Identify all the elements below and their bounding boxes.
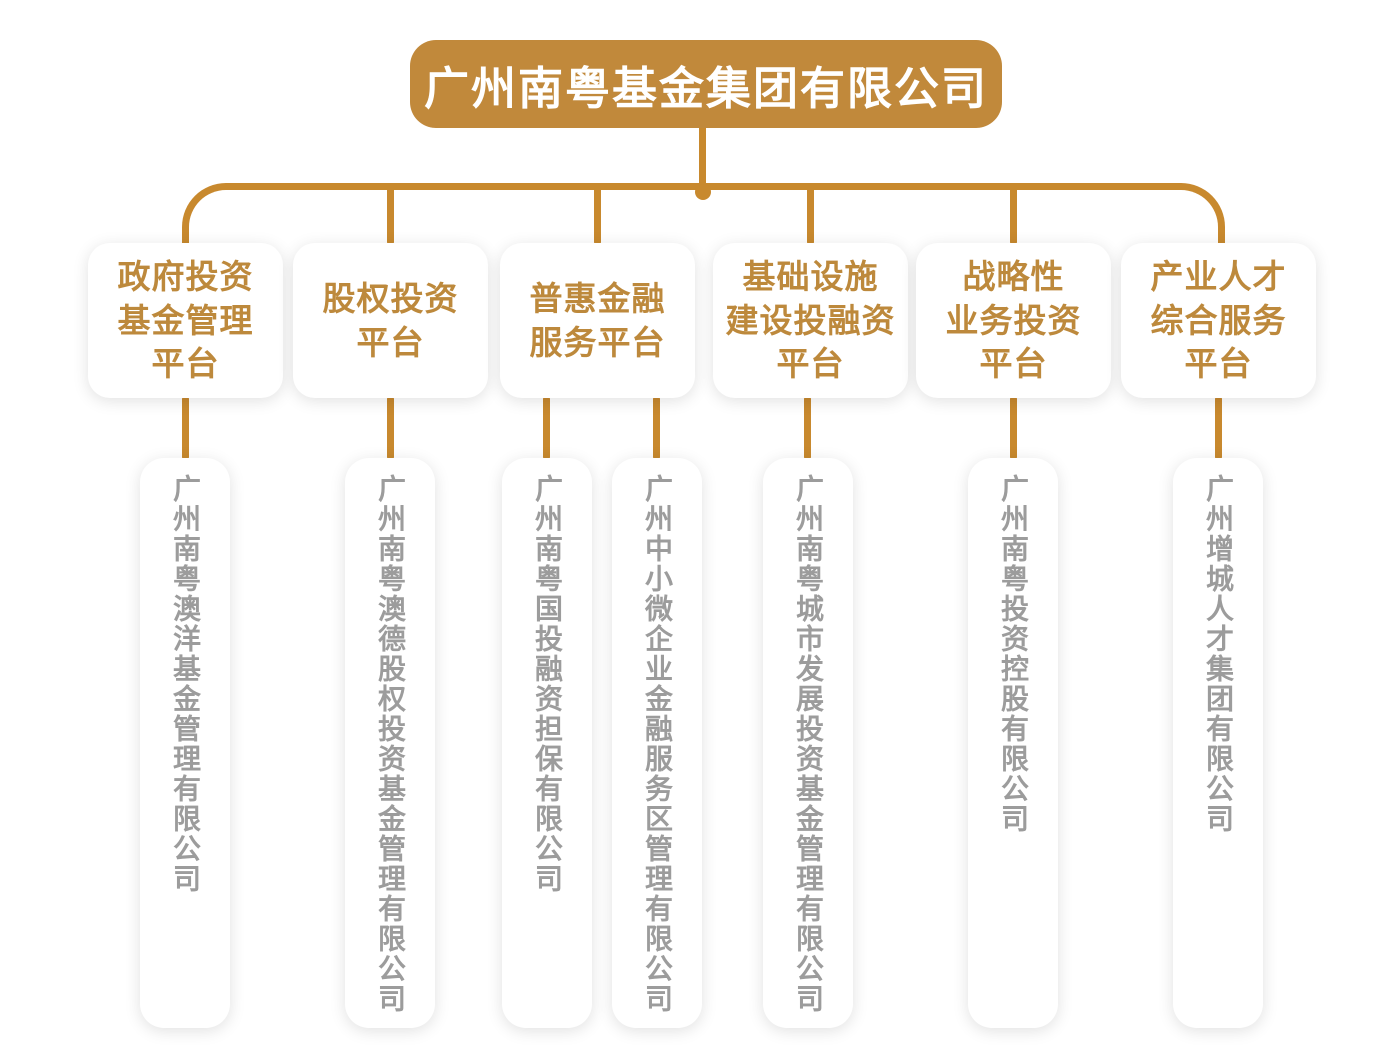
connector-stub-company-1 [182, 396, 189, 460]
company-node-6: 广州南粤投资控股有限公司 [968, 458, 1058, 1028]
connector-junction-dot [695, 184, 711, 200]
root-node-label: 广州南粤基金集团有限公司 [423, 61, 988, 115]
platform-node-infrastructure-financing: 基础设施 建设投融资 平台 [713, 243, 908, 398]
connector-drop-platform-2 [387, 183, 394, 245]
platform-node-inclusive-finance: 普惠金融 服务平台 [500, 243, 695, 398]
root-node-group-title: 广州南粤基金集团有限公司 [410, 40, 1002, 128]
connector-stub-company-2 [387, 396, 394, 460]
connector-stub-company-3 [543, 396, 550, 460]
platform-label: 政府投资 基金管理 平台 [117, 257, 254, 384]
company-name: 广州中小微企业金融服务区管理有限公司 [641, 474, 674, 1014]
company-name: 广州增城人才集团有限公司 [1202, 474, 1235, 834]
company-name: 广州南粤国投融资担保有限公司 [531, 474, 564, 894]
company-name: 广州南粤投资控股有限公司 [997, 474, 1030, 834]
platform-label: 产业人才 综合服务 平台 [1150, 257, 1287, 384]
platform-node-industry-talent-service: 产业人才 综合服务 平台 [1121, 243, 1316, 398]
company-node-5: 广州南粤城市发展投资基金管理有限公司 [763, 458, 853, 1028]
connector-drop-platform-3 [594, 183, 601, 245]
company-name: 广州南粤澳德股权投资基金管理有限公司 [374, 474, 407, 1014]
connector-stub-company-7 [1215, 396, 1222, 460]
company-node-2: 广州南粤澳德股权投资基金管理有限公司 [345, 458, 435, 1028]
company-name: 广州南粤澳洋基金管理有限公司 [169, 474, 202, 894]
connector-drop-platform-4 [807, 183, 814, 245]
company-node-3: 广州南粤国投融资担保有限公司 [502, 458, 592, 1028]
platform-label: 普惠金融 服务平台 [529, 278, 666, 362]
platform-label: 股权投资 平台 [322, 278, 459, 362]
company-node-7: 广州增城人才集团有限公司 [1173, 458, 1263, 1028]
connector-stub-company-5 [804, 396, 811, 460]
company-name: 广州南粤城市发展投资基金管理有限公司 [792, 474, 825, 1014]
connector-drop-platform-5 [1010, 183, 1017, 245]
platform-label: 基础设施 建设投融资 平台 [725, 257, 896, 384]
company-node-1: 广州南粤澳洋基金管理有限公司 [140, 458, 230, 1028]
platform-label: 战略性 业务投资 平台 [945, 257, 1082, 384]
platform-node-government-investment-fund: 政府投资 基金管理 平台 [88, 243, 283, 398]
company-node-4: 广州中小微企业金融服务区管理有限公司 [612, 458, 702, 1028]
connector-stub-company-4 [653, 396, 660, 460]
connector-stub-company-6 [1010, 396, 1017, 460]
connector-root-drop [699, 124, 706, 190]
platform-node-strategic-business: 战略性 业务投资 平台 [916, 243, 1111, 398]
platform-node-equity-investment: 股权投资 平台 [293, 243, 488, 398]
